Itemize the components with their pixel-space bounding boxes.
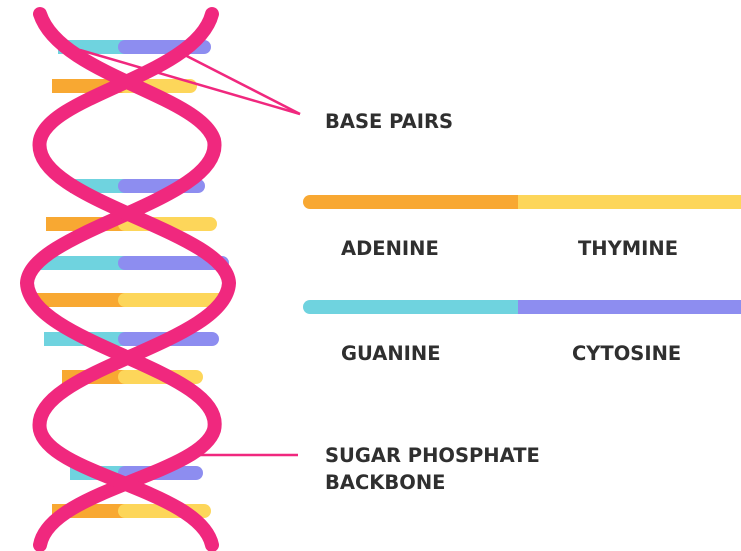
adenine-label: ADENINE	[341, 237, 439, 260]
cytosine-label: CYTOSINE	[572, 342, 681, 365]
sugar-phosphate-backbone	[27, 14, 229, 545]
backbone-strand-left	[27, 14, 215, 545]
guanine-label: GUANINE	[341, 342, 441, 365]
sugar-phosphate-label-line2: BACKBONE	[325, 471, 445, 494]
legend: ADENINE THYMINE GUANINE CYTOSINE	[310, 202, 741, 365]
thymine-label: THYMINE	[578, 237, 678, 260]
backbone-strand-right	[39, 14, 229, 545]
base-pairs-label: BASE PAIRS	[325, 110, 453, 133]
sugar-phosphate-label-line1: SUGAR PHOSPHATE	[325, 444, 540, 467]
